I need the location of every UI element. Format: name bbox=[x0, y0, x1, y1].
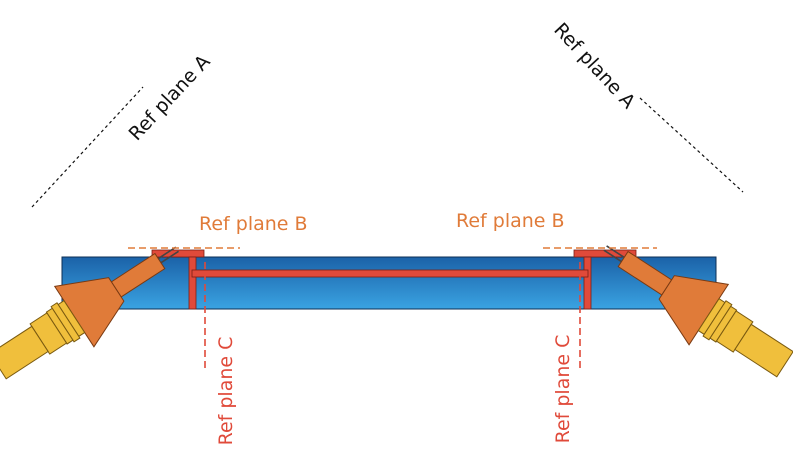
transmission-line bbox=[151, 249, 637, 310]
substrate-board bbox=[61, 256, 717, 310]
left-probe-nut bbox=[45, 299, 86, 345]
ref-plane-a-left-line bbox=[31, 86, 144, 208]
right-probe-nut bbox=[697, 297, 738, 343]
left-probe-body bbox=[53, 277, 125, 348]
left-pad bbox=[151, 249, 205, 258]
ref-plane-b-label-right: Ref plane B bbox=[456, 210, 565, 232]
ref-plane-c-label-left: Ref plane C bbox=[215, 337, 237, 446]
ref-plane-c-label-right: Ref plane C bbox=[552, 335, 574, 444]
ref-plane-a-label-right: Ref plane A bbox=[549, 19, 639, 113]
left-probe-needle bbox=[158, 250, 180, 265]
ref-plane-a-label-left: Ref plane A bbox=[125, 51, 215, 145]
ref-plane-b-label-left: Ref plane B bbox=[199, 213, 308, 235]
left-probe bbox=[0, 246, 180, 380]
right-probe bbox=[603, 245, 793, 378]
ref-plane-a-right-line bbox=[639, 97, 744, 193]
right-probe-body bbox=[658, 275, 730, 346]
right-probe-connector bbox=[734, 323, 793, 378]
left-probe-connector bbox=[0, 325, 49, 380]
right-via bbox=[583, 256, 592, 310]
left-via bbox=[188, 256, 197, 310]
buried-trace bbox=[191, 269, 589, 278]
